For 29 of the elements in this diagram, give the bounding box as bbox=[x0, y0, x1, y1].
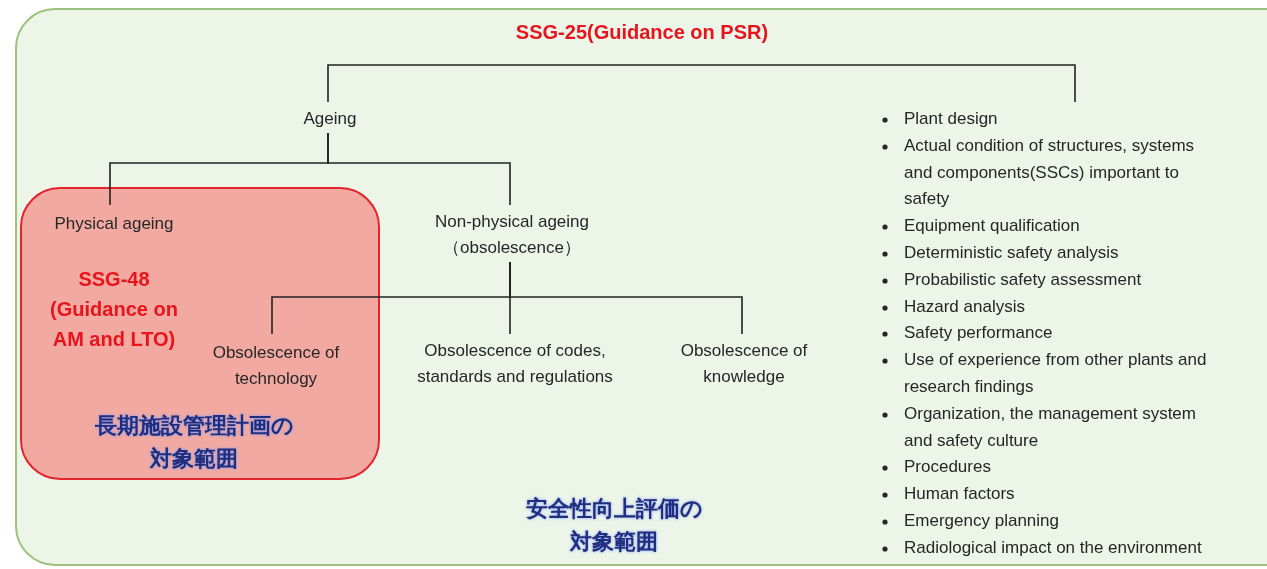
scope-title: SSG-48 (Guidance on AM and LTO) bbox=[49, 267, 179, 352]
list-item: Probabilistic safety assessment bbox=[904, 268, 1143, 291]
list-item: Use of experience from other plants and research findings bbox=[904, 349, 1208, 398]
tree-label: Obsolescence of technology bbox=[190, 340, 362, 392]
list-item: Emergency planning bbox=[904, 509, 1060, 532]
list-item: Deterministic safety analysis bbox=[904, 242, 1120, 264]
tree-label: Non-physical ageing （obsolescence） bbox=[414, 209, 610, 261]
list-item: Hazard analysis bbox=[904, 295, 1026, 318]
scope-label: 長期施設管理計画の対象範囲 bbox=[93, 412, 295, 473]
connector-line bbox=[699, 64, 1076, 103]
list-item: Safety performance bbox=[904, 322, 1054, 345]
panel-title: SSG-25(Guidance on PSR) bbox=[514, 20, 770, 45]
list-item: Procedures bbox=[904, 456, 992, 479]
connector-line bbox=[509, 261, 743, 335]
tree-label: Obsolescence of codes, standards and regulations bbox=[387, 338, 643, 390]
list-item: Organization, the management system and safety culture bbox=[904, 402, 1197, 452]
tree-label: Obsolescence of knowledge bbox=[654, 338, 834, 390]
list-item: Actual condition of structures, systems and components(SSCs) important to safety bbox=[904, 134, 1196, 211]
scope-label: 安全性向上評価の対象範囲 bbox=[524, 495, 704, 556]
scope-box bbox=[20, 187, 380, 480]
scope-panel bbox=[15, 8, 1267, 566]
list-item: Radiological impact on the environment bbox=[904, 536, 1203, 559]
tree-label: Physical ageing bbox=[29, 211, 199, 237]
list-item: Plant design bbox=[904, 108, 999, 130]
connector-line bbox=[327, 132, 511, 206]
list-item: Human factors bbox=[904, 483, 1016, 506]
connector-line bbox=[327, 64, 701, 103]
tree-label: Ageing bbox=[280, 106, 380, 132]
list-item: Equipment qualification bbox=[904, 215, 1081, 238]
